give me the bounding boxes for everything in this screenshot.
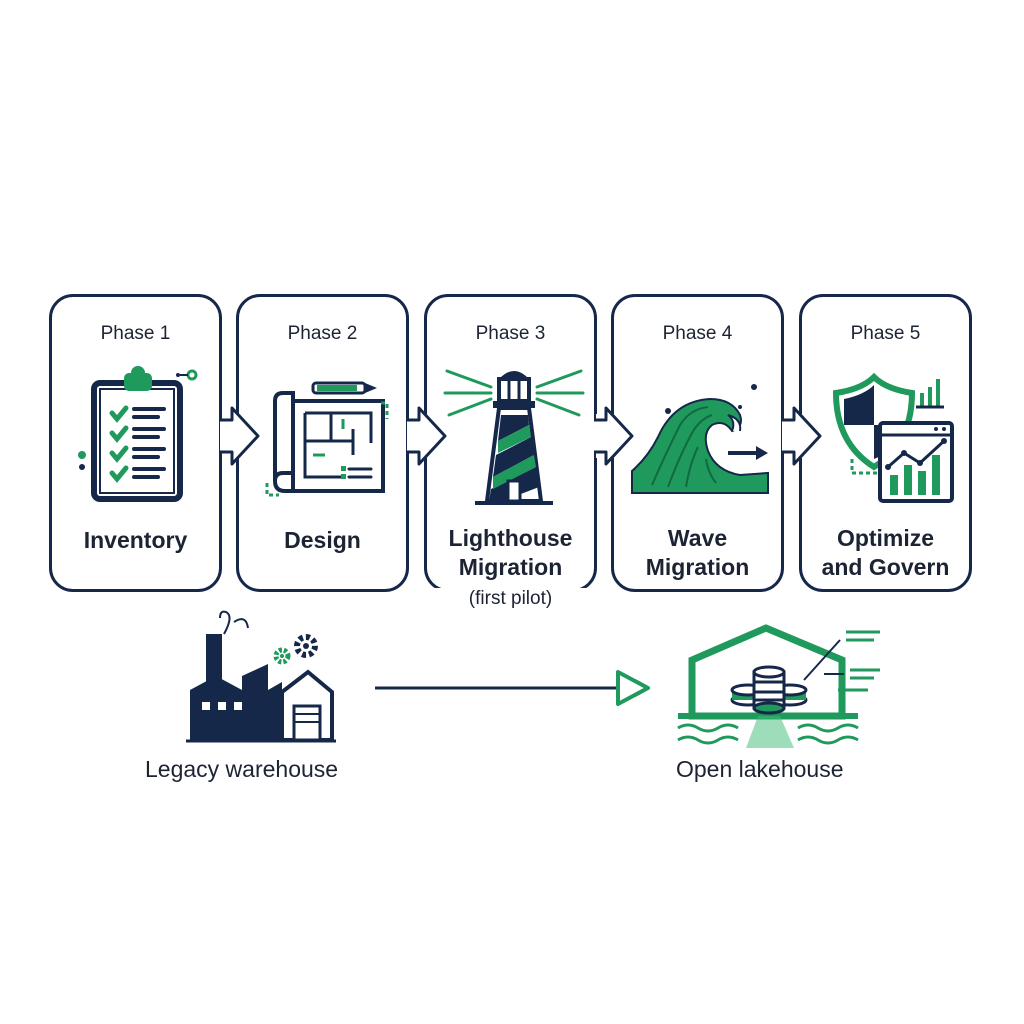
factory-icon <box>186 610 336 743</box>
gear-icon <box>273 647 291 665</box>
legacy-warehouse-label: Legacy warehouse <box>145 756 339 782</box>
phase-title: Lighthouse Migration <box>448 525 573 580</box>
open-lakehouse-label: Open lakehouse <box>676 756 844 782</box>
clipboard-checklist-icon <box>78 366 198 502</box>
lighthouse-icon <box>443 369 585 505</box>
wave-icon <box>631 384 769 494</box>
phase-card-1: Phase 1 Inventory <box>49 294 222 592</box>
shield-chart-icon <box>832 372 954 503</box>
gear-icon <box>294 634 318 658</box>
phase-label: Phase 3 <box>475 323 546 344</box>
blueprint-icon <box>265 381 389 497</box>
arrow-right-icon <box>594 406 634 466</box>
phase-label: Phase 5 <box>850 323 921 344</box>
transition-arrow <box>375 670 650 706</box>
phase-card-2: Phase 2 Design <box>236 294 409 592</box>
phase-title: Optimize and Govern <box>821 525 950 580</box>
phase-card-4: Phase 4 Wave Migration <box>611 294 784 592</box>
lakehouse-icon <box>677 624 880 748</box>
phase-label: Phase 4 <box>662 323 733 344</box>
phase-card-5: Phase 5 Optimize and Govern <box>799 294 972 592</box>
arrow-right-icon <box>220 406 260 466</box>
phase-label: Phase 1 <box>100 323 171 344</box>
phase-title: Inventory <box>83 527 188 553</box>
phase-note: (first pilot) <box>424 588 597 610</box>
phase-label: Phase 2 <box>287 323 358 344</box>
arrow-right-icon <box>782 406 822 466</box>
phase-title: Wave Migration <box>645 525 750 580</box>
arrow-right-icon <box>407 406 447 466</box>
phase-title: Design <box>284 527 361 553</box>
